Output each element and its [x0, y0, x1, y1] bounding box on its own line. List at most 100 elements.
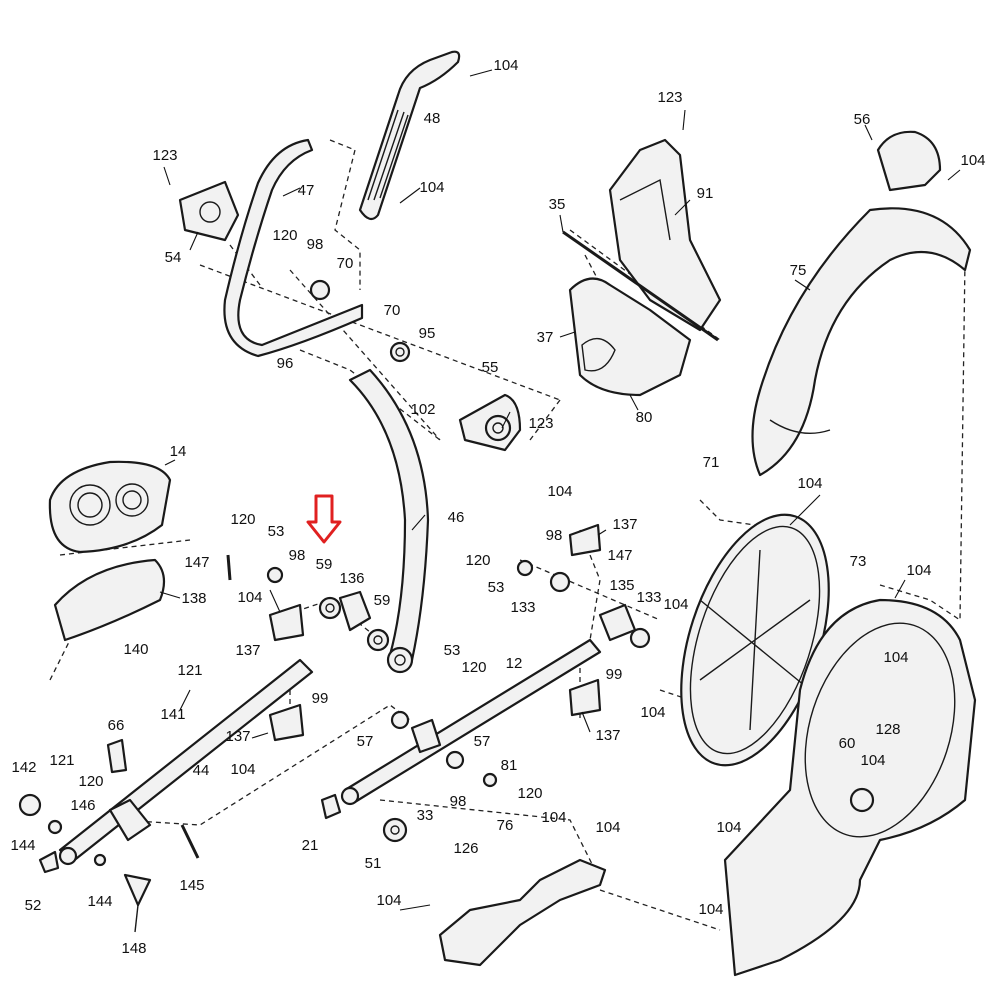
part-label: 147: [607, 547, 632, 564]
part-73-rear-shroud: [723, 598, 977, 977]
part-label: 144: [87, 893, 112, 910]
part-label: 70: [384, 302, 401, 319]
part-label: 54: [165, 249, 182, 266]
part-label: 104: [419, 179, 444, 196]
part-label: 55: [482, 359, 499, 376]
part-label: 52: [25, 897, 42, 914]
part-label: 98: [289, 547, 306, 564]
part-label: 120: [272, 227, 297, 244]
part-57-wheels: [390, 710, 498, 788]
part-label: 104: [640, 704, 665, 721]
part-label: 91: [697, 185, 714, 202]
part-138-tray-plate: [53, 558, 166, 642]
part-44-rail-left: [58, 658, 314, 866]
part-label: 133: [510, 599, 535, 616]
part-label: 60: [839, 735, 856, 752]
part-label: 70: [337, 255, 354, 272]
part-label: 144: [10, 837, 35, 854]
part-label: 120: [465, 552, 490, 569]
part-label: 57: [357, 733, 374, 750]
part-47-upper-arm: [223, 138, 364, 358]
part-137-brackets: [268, 523, 602, 742]
part-56-cap: [876, 130, 942, 192]
part-label: 104: [883, 649, 908, 666]
part-label: 80: [636, 409, 653, 426]
part-label: 104: [595, 819, 620, 836]
part-35-axle-rod: [562, 230, 719, 342]
part-label: 123: [152, 147, 177, 164]
part-label: 102: [410, 401, 435, 418]
part-label: 145: [179, 877, 204, 894]
part-label: 48: [424, 110, 441, 127]
part-37-80-console-lower: [568, 277, 692, 397]
part-label: 76: [497, 817, 514, 834]
part-label: 95: [419, 325, 436, 342]
part-label: 148: [121, 940, 146, 957]
part-label: 137: [235, 642, 260, 659]
part-label: 104: [698, 901, 723, 918]
part-label: 53: [444, 642, 461, 659]
part-12-rail-right: [340, 638, 602, 806]
part-label: 104: [797, 475, 822, 492]
part-label: 137: [225, 728, 250, 745]
part-label: 120: [461, 659, 486, 676]
part-14-tray: [48, 460, 172, 554]
part-label: 56: [854, 111, 871, 128]
part-label: 128: [875, 721, 900, 738]
part-71-flywheel: [680, 513, 830, 767]
part-label: 104: [493, 57, 518, 74]
part-label: 123: [528, 415, 553, 432]
part-label: 47: [298, 182, 315, 199]
part-label: 141: [160, 706, 185, 723]
part-label: 138: [181, 590, 206, 607]
part-label: 104: [960, 152, 985, 169]
part-54-bracket: [178, 180, 240, 242]
part-label: 98: [307, 236, 324, 253]
highlight-arrow: [306, 494, 342, 544]
part-bushings-59-136-135: [266, 559, 651, 652]
part-75-front-cover: [751, 207, 972, 477]
part-label: 135: [609, 577, 634, 594]
part-55-bearing-housing: [458, 393, 522, 452]
part-label: 120: [78, 773, 103, 790]
part-label: 98: [546, 527, 563, 544]
part-labels: 104 48 123 47 104 123 54 120 98 70 70 95 96 55 102 123 9…: [10, 57, 985, 957]
part-label: 66: [108, 717, 125, 734]
part-label: 81: [501, 757, 518, 774]
part-label: 104: [906, 562, 931, 579]
part-label: 120: [230, 511, 255, 528]
part-label: 59: [374, 592, 391, 609]
part-label: 98: [450, 793, 467, 810]
part-21-51-end-caps: [320, 793, 408, 843]
part-label: 137: [595, 727, 620, 744]
part-left-small-hardware: [18, 554, 232, 933]
part-label: 96: [277, 355, 294, 372]
part-label: 104: [541, 809, 566, 826]
part-label: 37: [537, 329, 554, 346]
part-label: 53: [268, 523, 285, 540]
part-label: 12: [506, 655, 523, 672]
part-label: 46: [448, 509, 465, 526]
part-76-base: [438, 858, 607, 967]
part-label: 104: [230, 761, 255, 778]
part-label: 104: [663, 596, 688, 613]
part-label: 104: [547, 483, 572, 500]
part-label: 142: [11, 759, 36, 776]
part-label: 104: [237, 589, 262, 606]
part-label: 21: [302, 837, 319, 854]
part-label: 14: [170, 443, 187, 460]
part-48-handle-grip: [358, 50, 461, 221]
part-70-bushing: [309, 279, 411, 363]
part-label: 99: [312, 690, 329, 707]
part-label: 146: [70, 797, 95, 814]
part-label: 71: [703, 454, 720, 471]
part-label: 33: [417, 807, 434, 824]
part-label: 136: [339, 570, 364, 587]
part-label: 121: [49, 752, 74, 769]
part-label: 99: [606, 666, 623, 683]
part-label: 123: [657, 89, 682, 106]
part-label: 147: [184, 554, 209, 571]
part-label: 44: [193, 762, 210, 779]
